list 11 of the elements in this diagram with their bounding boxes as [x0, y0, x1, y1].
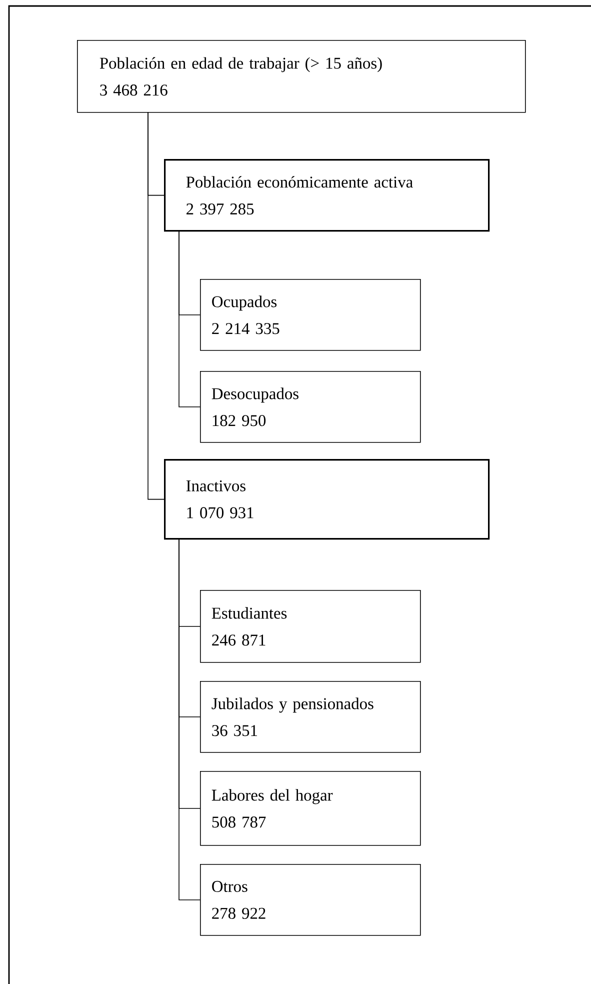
category-box: Población en edad de trabajar (> 15 años) 3 468 216 — [77, 40, 526, 113]
category-box: Jubilados y pensionados 36 351 — [200, 681, 421, 753]
connector-line — [148, 112, 164, 500]
category-box: Labores del hogar 508 787 — [200, 771, 421, 846]
category-box: Estudiantes 246 871 — [200, 590, 421, 663]
category-box: Desocupados 182 950 — [200, 371, 421, 443]
category-box: Población económicamente activa 2 397 285 — [164, 159, 490, 232]
category-box: Inactivos 1 070 931 — [164, 459, 490, 540]
category-box: Otros 278 922 — [200, 864, 421, 936]
category-box: Ocupados 2 214 335 — [200, 279, 421, 351]
connector-line — [178, 230, 200, 408]
